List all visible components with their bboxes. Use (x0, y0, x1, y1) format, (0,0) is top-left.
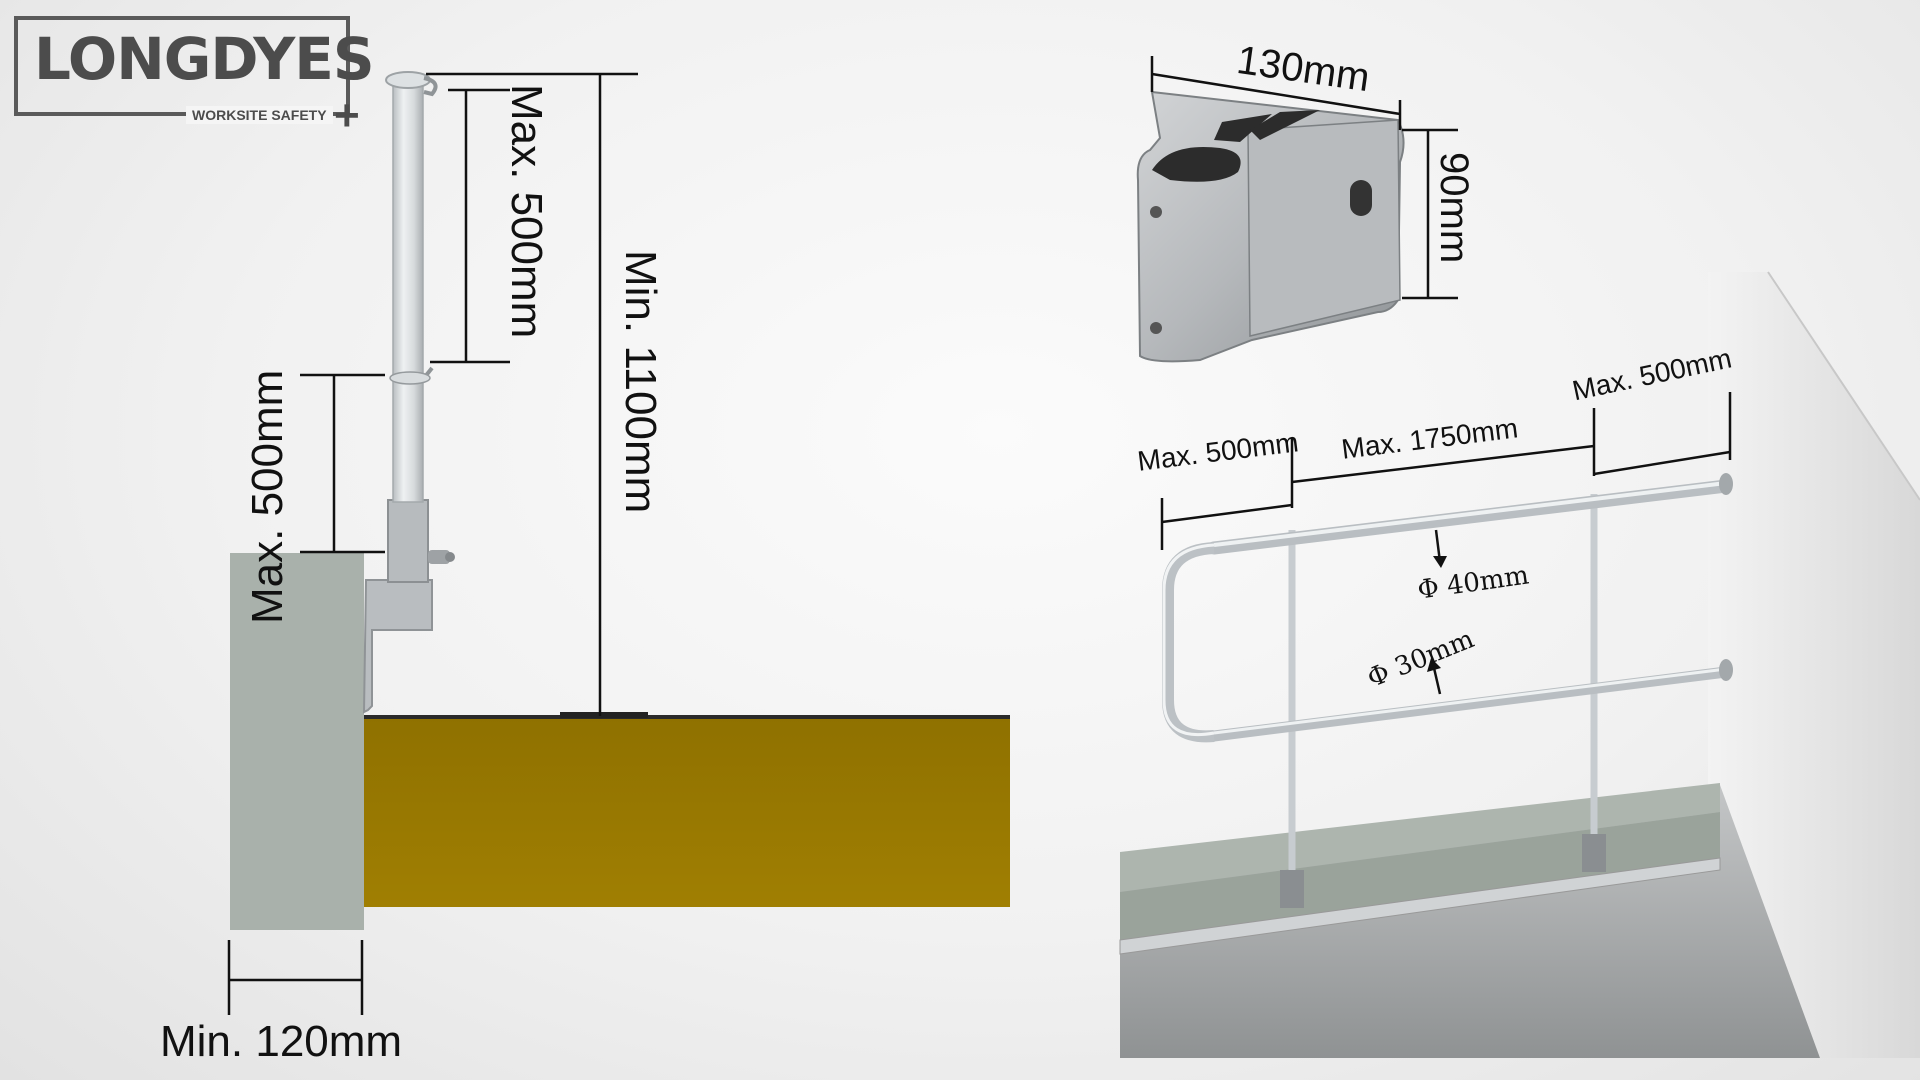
end-loop-highlight (1162, 543, 1215, 737)
logo-frame (14, 16, 350, 116)
wall-shadow-edge (1767, 271, 1920, 501)
post-pole (392, 75, 424, 503)
railing-posts (1288, 494, 1598, 884)
label-post-top-gap: Max. 500mm (502, 84, 551, 339)
board (364, 717, 1010, 907)
post-cap (385, 71, 431, 89)
building-wall (1708, 272, 1920, 1058)
wall-flange-top (1719, 473, 1733, 495)
arrow-up-icon (1427, 658, 1441, 672)
concrete-wall (230, 553, 364, 930)
logo-wordmark: LONGDYES (34, 25, 375, 93)
clamp-screw (445, 552, 455, 562)
end-loop (1162, 542, 1215, 743)
railing-perspective (1119, 271, 1920, 1058)
bracket-slot (1350, 180, 1372, 216)
label-wall-width: Min. 120mm (160, 1017, 403, 1066)
lower-rail-end (389, 371, 431, 385)
base-plate (560, 712, 648, 718)
brand-logo: LONGDYES WORKSITE SAFETY + (14, 16, 375, 138)
top-rail (1207, 479, 1733, 555)
wall-flange-mid (1719, 659, 1733, 681)
side-dimension-lines (227, 72, 638, 1015)
bracket-bolt-bottom (1150, 322, 1162, 334)
clamp-knob (428, 550, 450, 564)
post-bracket-left (1280, 870, 1304, 908)
logo-tagline: WORKSITE SAFETY (186, 106, 333, 124)
coping-rail (1119, 857, 1721, 955)
bracket-profile-hole-3 (1250, 110, 1320, 140)
bracket-bolt-top (1150, 206, 1162, 218)
clamp-body (387, 499, 429, 583)
parapet-top (1120, 783, 1720, 892)
bracket-profile-hole-2 (1214, 114, 1272, 142)
wall-bracket-side (362, 579, 433, 714)
arrow-down-icon (1433, 556, 1447, 568)
top-rail-highlight (1213, 481, 1727, 547)
side-view (227, 71, 1010, 1015)
bracket-dimension-lines (1150, 56, 1458, 300)
label-bracket-height: 90mm (1432, 152, 1476, 264)
bracket-plate (1247, 119, 1401, 337)
bracket-detail (1136, 56, 1458, 363)
label-post-total-height: Min. 1100mm (616, 250, 665, 514)
post-bracket-right (1582, 834, 1606, 872)
upper-hook (423, 76, 438, 97)
bracket-profile-hole-1 (1152, 146, 1241, 182)
parapet-face (1120, 812, 1720, 950)
mid-rail-highlight (1213, 667, 1727, 735)
logo-plus-icon: + (334, 91, 360, 140)
label-rail-gap-lower: Max. 500mm (243, 369, 292, 624)
mid-rail (1208, 666, 1732, 742)
